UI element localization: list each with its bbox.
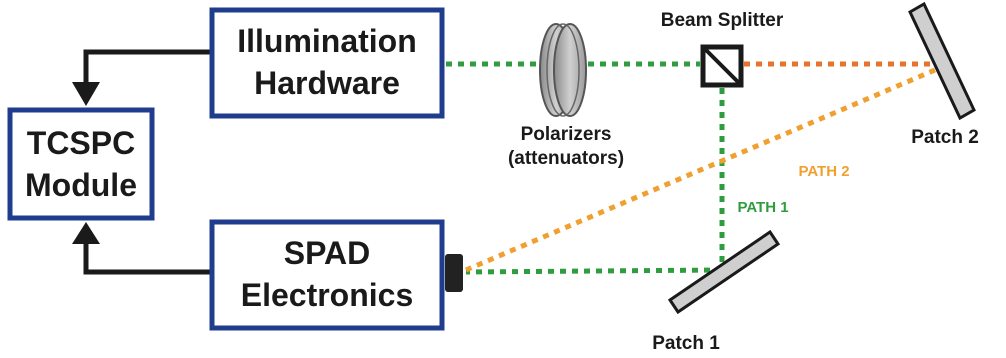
patch2-mirror [908, 1, 976, 121]
tcspc-line2: Module [25, 167, 137, 203]
beam-splitter-label: Beam Splitter [661, 10, 784, 31]
tcspc-line1: TCSPC [27, 125, 135, 161]
path1-label: PATH 1 [737, 199, 788, 216]
connector-spad-to-tcspc [72, 222, 212, 275]
beam-path2-return [465, 67, 936, 273]
illumination-hardware-box: Illumination Hardware [209, 7, 445, 119]
path2-label: PATH 2 [798, 163, 849, 180]
patch2-label: Patch 2 [911, 127, 979, 148]
spad-detector [445, 254, 463, 292]
tcspc-module-box: TCSPC Module [7, 107, 155, 221]
polarizers-label-line2: (attenuators) [508, 148, 624, 169]
spad-electronics-box: SPAD Electronics [209, 219, 445, 331]
patch1-label: Patch 1 [652, 333, 720, 354]
patch1-mirror [667, 229, 781, 315]
polarizers-icon [539, 23, 587, 117]
spad-line2: Electronics [241, 277, 414, 313]
spad-line1: SPAD [284, 235, 371, 271]
connector-illumination-to-tcspc [72, 49, 212, 106]
illumination-line1: Illumination [237, 23, 417, 59]
polarizers-label-line1: Polarizers [521, 124, 612, 145]
illumination-line2: Hardware [254, 65, 400, 101]
beam-splitter-icon [700, 44, 744, 88]
beam-path1-return [465, 267, 723, 275]
